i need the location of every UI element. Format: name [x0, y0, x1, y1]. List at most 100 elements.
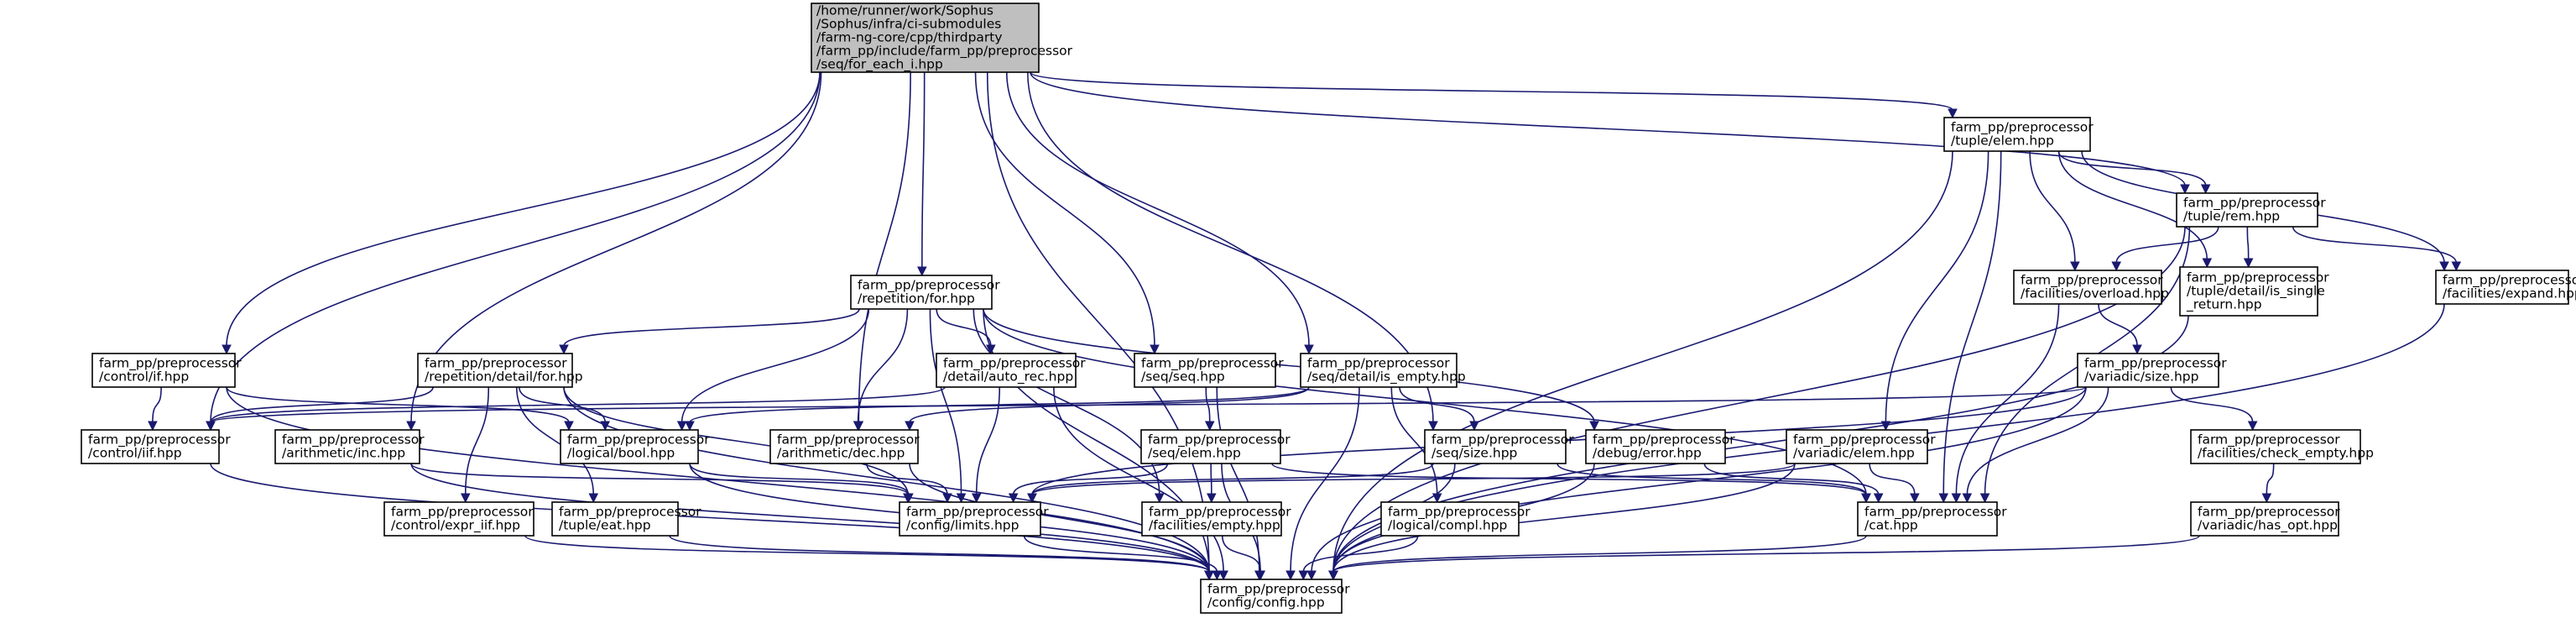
edge-seq_seq-to-seq_elem	[1204, 386, 1215, 432]
node-label-line: /tuple/elem.hpp	[1951, 134, 2054, 149]
node-label-line: /seq/for_each_i.hpp	[816, 57, 943, 73]
arrowhead	[1027, 493, 1037, 504]
edge-seq_is_empty-to-arith_dec	[905, 386, 1310, 432]
edge-variadic_elem-to-config_limits	[1027, 463, 1796, 504]
arrowhead	[2200, 184, 2211, 195]
edge-line	[681, 308, 870, 423]
node-seq-seq[interactable]: farm_pp/preprocessor/seq/seq.hpp	[1134, 353, 1284, 388]
edge-rep_for-to-debug_error	[983, 308, 1599, 432]
node-config-limits[interactable]: farm_pp/preprocessor/config/limits.hpp	[899, 501, 1049, 537]
arrowhead	[1298, 570, 1309, 581]
arrowhead	[685, 421, 695, 432]
node-fac-overload[interactable]: farm_pp/preprocessor/facilities/overload…	[2013, 270, 2169, 305]
edge-line	[1053, 386, 1224, 573]
edge-tuple_rem-to-tuple_single	[2243, 226, 2254, 269]
edge-line	[921, 71, 926, 269]
node-label-line: farm_pp/preprocessor	[1864, 505, 2007, 521]
node-tuple-elem[interactable]: farm_pp/preprocessor/tuple/elem.hpp	[1943, 117, 2094, 152]
node-seq-elem[interactable]: farm_pp/preprocessor/seq/elem.hpp	[1140, 429, 1291, 464]
node-fac-check-empty[interactable]: farm_pp/preprocessor/facilities/check_em…	[2190, 429, 2374, 464]
node-control-iif[interactable]: farm_pp/preprocessor/control/iif.hpp	[81, 429, 231, 464]
edge-root-to-control_if	[222, 71, 821, 355]
arrowhead	[2111, 261, 2122, 272]
node-fac-empty[interactable]: farm_pp/preprocessor/facilities/empty.hp…	[1141, 501, 1291, 537]
node-box	[850, 275, 993, 310]
edge-line	[858, 71, 911, 423]
node-label-line: /facilities/empty.hpp	[1149, 518, 1280, 533]
node-root: /home/runner/work/Sophus/Sophus/infra/ci…	[811, 3, 1073, 73]
edge-line	[1942, 150, 2002, 495]
nodes-layer: /home/runner/work/Sophus/Sophus/infra/ci…	[81, 3, 2576, 614]
edge-line	[909, 463, 1210, 573]
edge-control_if-to-control_iif	[148, 386, 162, 432]
arrowhead	[2202, 258, 2213, 269]
edge-tuple_elem-to-cat	[1938, 150, 2002, 504]
edge-line	[1271, 463, 1867, 495]
edge-debug_error-to-cat	[1703, 463, 1884, 504]
node-tuple-single[interactable]: farm_pp/preprocessor/tuple/detail/is_sin…	[2179, 266, 2329, 317]
node-arith-dec[interactable]: farm_pp/preprocessor/arithmetic/dec.hpp	[769, 429, 920, 464]
node-label-line: /control/if.hpp	[99, 369, 189, 385]
edge-cat-to-config_config	[1328, 535, 1867, 581]
arrowhead	[2180, 184, 2190, 195]
node-debug-error[interactable]: farm_pp/preprocessor/debug/error.hpp	[1585, 429, 1735, 464]
node-label-line: farm_pp/preprocessor	[99, 356, 242, 372]
node-label-line: /farm_pp/include/farm_pp/preprocessor	[816, 44, 1073, 60]
node-control-if[interactable]: farm_pp/preprocessor/control/if.hpp	[91, 353, 242, 388]
node-seq-size[interactable]: farm_pp/preprocessor/seq/size.hpp	[1424, 429, 1574, 464]
node-box	[1300, 353, 1457, 388]
node-box	[2176, 192, 2318, 228]
arrowhead	[1285, 570, 1296, 581]
arrowhead	[1469, 421, 1479, 432]
edge-root-to-rep_for	[917, 71, 927, 277]
node-label-line: farm_pp/preprocessor	[2183, 196, 2326, 212]
node-logical-bool[interactable]: farm_pp/preprocessor/logical/bool.hpp	[560, 429, 710, 464]
edge-detail_auto_rec-to-control_iif	[206, 386, 946, 432]
node-control-expr-iif[interactable]: farm_pp/preprocessor/control/expr_iif.hp…	[383, 501, 534, 537]
node-logical-compl[interactable]: farm_pp/preprocessor/logical/compl.hpp	[1380, 501, 1530, 537]
edge-line	[1332, 150, 1953, 573]
node-seq-is-empty[interactable]: farm_pp/preprocessor/seq/detail/is_empty…	[1300, 353, 1466, 388]
node-label-line: /arithmetic/dec.hpp	[777, 446, 905, 461]
edge-line	[1030, 71, 1953, 111]
edge-line	[2115, 226, 2219, 264]
edge-control_if-to-logical_bool	[226, 386, 574, 432]
edge-tuple_elem-to-variadic_elem	[1880, 150, 1989, 432]
node-variadic-elem[interactable]: farm_pp/preprocessor/variadic/elem.hpp	[1786, 429, 1936, 464]
node-box	[383, 501, 534, 537]
node-rep-for[interactable]: farm_pp/preprocessor/repetition/for.hpp	[850, 275, 1000, 310]
node-fac-expand[interactable]: farm_pp/preprocessor/facilities/expand.h…	[2435, 270, 2576, 305]
edge-line	[1030, 71, 2186, 186]
edge-line	[1005, 71, 1310, 347]
edge-line	[689, 463, 910, 495]
edge-detail_auto_rec-to-config_config	[1053, 386, 1228, 581]
node-cat[interactable]: farm_pp/preprocessor/cat.hpp	[1857, 501, 2007, 537]
edge-fac_empty-to-config_config	[1221, 535, 1266, 581]
edge-line	[1966, 386, 2109, 495]
edge-line	[857, 308, 909, 423]
edge-root-to-seq_seq	[974, 71, 1160, 355]
edge-line	[2029, 150, 2076, 264]
node-variadic-has-opt[interactable]: farm_pp/preprocessor/variadic/has_opt.hp…	[2190, 501, 2340, 537]
edge-line	[1955, 303, 2060, 495]
arrowhead	[1962, 493, 1973, 504]
node-variadic-size[interactable]: farm_pp/preprocessor/variadic/size.hpp	[2077, 353, 2227, 388]
node-label-line: /facilities/overload.hpp	[2021, 286, 2169, 301]
node-arith-inc[interactable]: farm_pp/preprocessor/arithmetic/inc.hpp	[274, 429, 425, 464]
node-label-line: farm_pp/preprocessor	[2198, 505, 2340, 521]
edge-line	[974, 71, 1155, 347]
node-box	[91, 353, 236, 388]
arrowhead	[559, 344, 569, 355]
node-label-line: farm_pp/preprocessor	[2443, 273, 2576, 289]
node-tuple-eat[interactable]: farm_pp/preprocessor/tuple/eat.hpp	[551, 501, 701, 537]
edge-line	[866, 463, 948, 495]
edge-line	[563, 386, 909, 495]
edge-tuple_elem-to-tuple_rem	[2057, 150, 2211, 195]
node-label-line: farm_pp/preprocessor	[1593, 432, 1735, 448]
node-detail-auto-rec[interactable]: farm_pp/preprocessor/detail/auto_rec.hpp	[936, 353, 1086, 388]
node-rep-detail-for[interactable]: farm_pp/preprocessor/repetition/detail/f…	[417, 353, 583, 388]
node-box	[1857, 501, 1998, 537]
node-box	[1141, 501, 1282, 537]
node-tuple-rem[interactable]: farm_pp/preprocessor/tuple/rem.hpp	[2176, 192, 2326, 228]
node-config-config[interactable]: farm_pp/preprocessor/config/config.hpp	[1200, 579, 1350, 614]
